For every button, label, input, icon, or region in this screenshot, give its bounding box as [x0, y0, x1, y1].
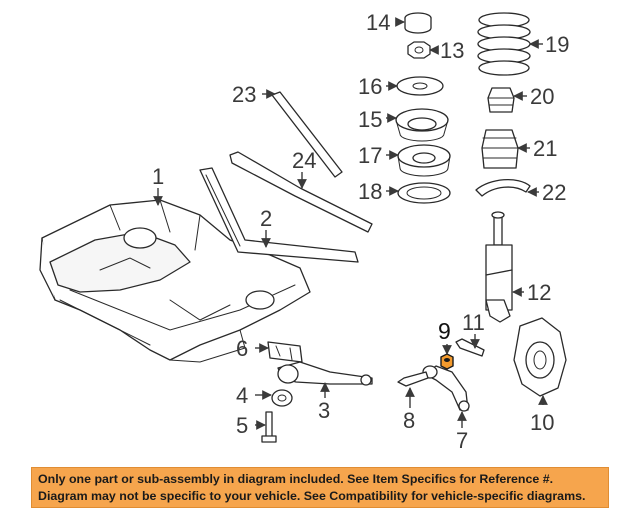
- callout-19[interactable]: 19: [545, 32, 569, 57]
- callout-2[interactable]: 2: [260, 206, 272, 231]
- brace-bar-drawing: [229, 151, 373, 233]
- callout-20[interactable]: 20: [530, 84, 554, 109]
- spring-assembly-drawing: [475, 12, 531, 197]
- control-arm-drawing: [277, 361, 373, 386]
- callout-15[interactable]: 15: [358, 107, 382, 132]
- strut-drawing: [485, 211, 513, 323]
- disclaimer-line-2: Diagram may not be specific to your vehi…: [38, 489, 586, 503]
- callout-labels: 14 13 16 15 17 18 19 20 21 22 12 11 10 1…: [152, 10, 569, 453]
- leader-lines: [153, 17, 548, 430]
- callout-3[interactable]: 3: [318, 398, 330, 423]
- bolt-8-drawing: [397, 371, 429, 387]
- callout-16[interactable]: 16: [358, 74, 382, 99]
- callout-1[interactable]: 1: [152, 164, 164, 189]
- steering-knuckle-drawing: [513, 317, 567, 397]
- callout-8[interactable]: 8: [403, 408, 415, 433]
- callout-23[interactable]: 23: [232, 82, 256, 107]
- callout-10[interactable]: 10: [530, 410, 554, 435]
- disclaimer-line-1: Only one part or sub-assembly in diagram…: [38, 472, 554, 486]
- callout-6[interactable]: 6: [236, 336, 248, 361]
- callout-17[interactable]: 17: [358, 143, 382, 168]
- callout-12[interactable]: 12: [527, 280, 551, 305]
- callout-9[interactable]: 9: [438, 318, 451, 344]
- front-subframe-drawing: [39, 199, 311, 363]
- callout-21[interactable]: 21: [533, 136, 557, 161]
- callout-13[interactable]: 13: [440, 38, 464, 63]
- nut-9-drawing: [440, 353, 454, 370]
- suspension-parts-diagram: 14 13 16 15 17 18 19 20 21 22 12 11 10 1…: [39, 10, 569, 453]
- disclaimer-banner: Only one part or sub-assembly in diagram…: [31, 467, 609, 508]
- callout-22[interactable]: 22: [542, 180, 566, 205]
- bracket-drawing: [267, 341, 303, 363]
- callout-11[interactable]: 11: [462, 310, 485, 335]
- callout-18[interactable]: 18: [358, 179, 382, 204]
- bushing-and-bolt-drawing: [261, 389, 293, 443]
- strut-rod-drawing: [271, 91, 343, 178]
- callout-7[interactable]: 7: [456, 428, 468, 453]
- bolt-11-drawing: [455, 338, 485, 357]
- callout-5[interactable]: 5: [236, 413, 248, 438]
- tension-strut-drawing: [199, 167, 359, 263]
- callout-4[interactable]: 4: [236, 383, 248, 408]
- lower-arm-drawing: [422, 365, 470, 412]
- callout-24[interactable]: 24: [292, 148, 316, 173]
- callout-14[interactable]: 14: [366, 10, 390, 35]
